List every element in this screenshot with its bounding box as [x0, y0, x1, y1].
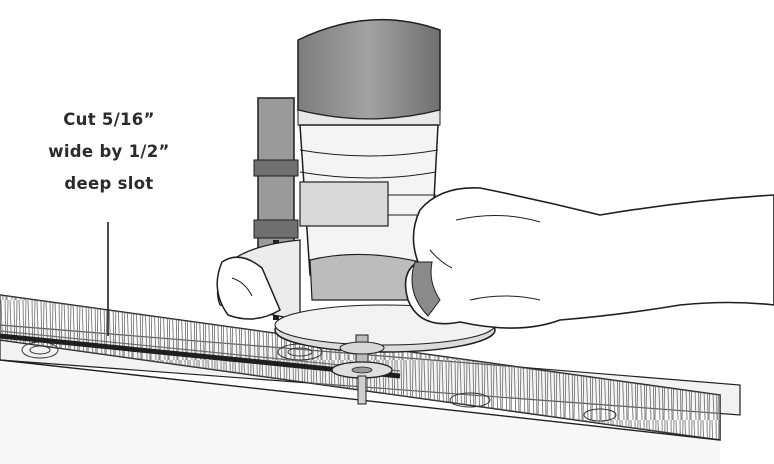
- router-motor-cap: [298, 20, 440, 119]
- callout-line-3: deep slot: [34, 168, 184, 200]
- hand-icon: [406, 188, 774, 328]
- slot-callout-label: Cut 5/16” wide by 1/2” deep slot: [34, 104, 184, 200]
- callout-line-2: wide by 1/2”: [34, 136, 184, 168]
- callout-line-1: Cut 5/16”: [34, 104, 184, 136]
